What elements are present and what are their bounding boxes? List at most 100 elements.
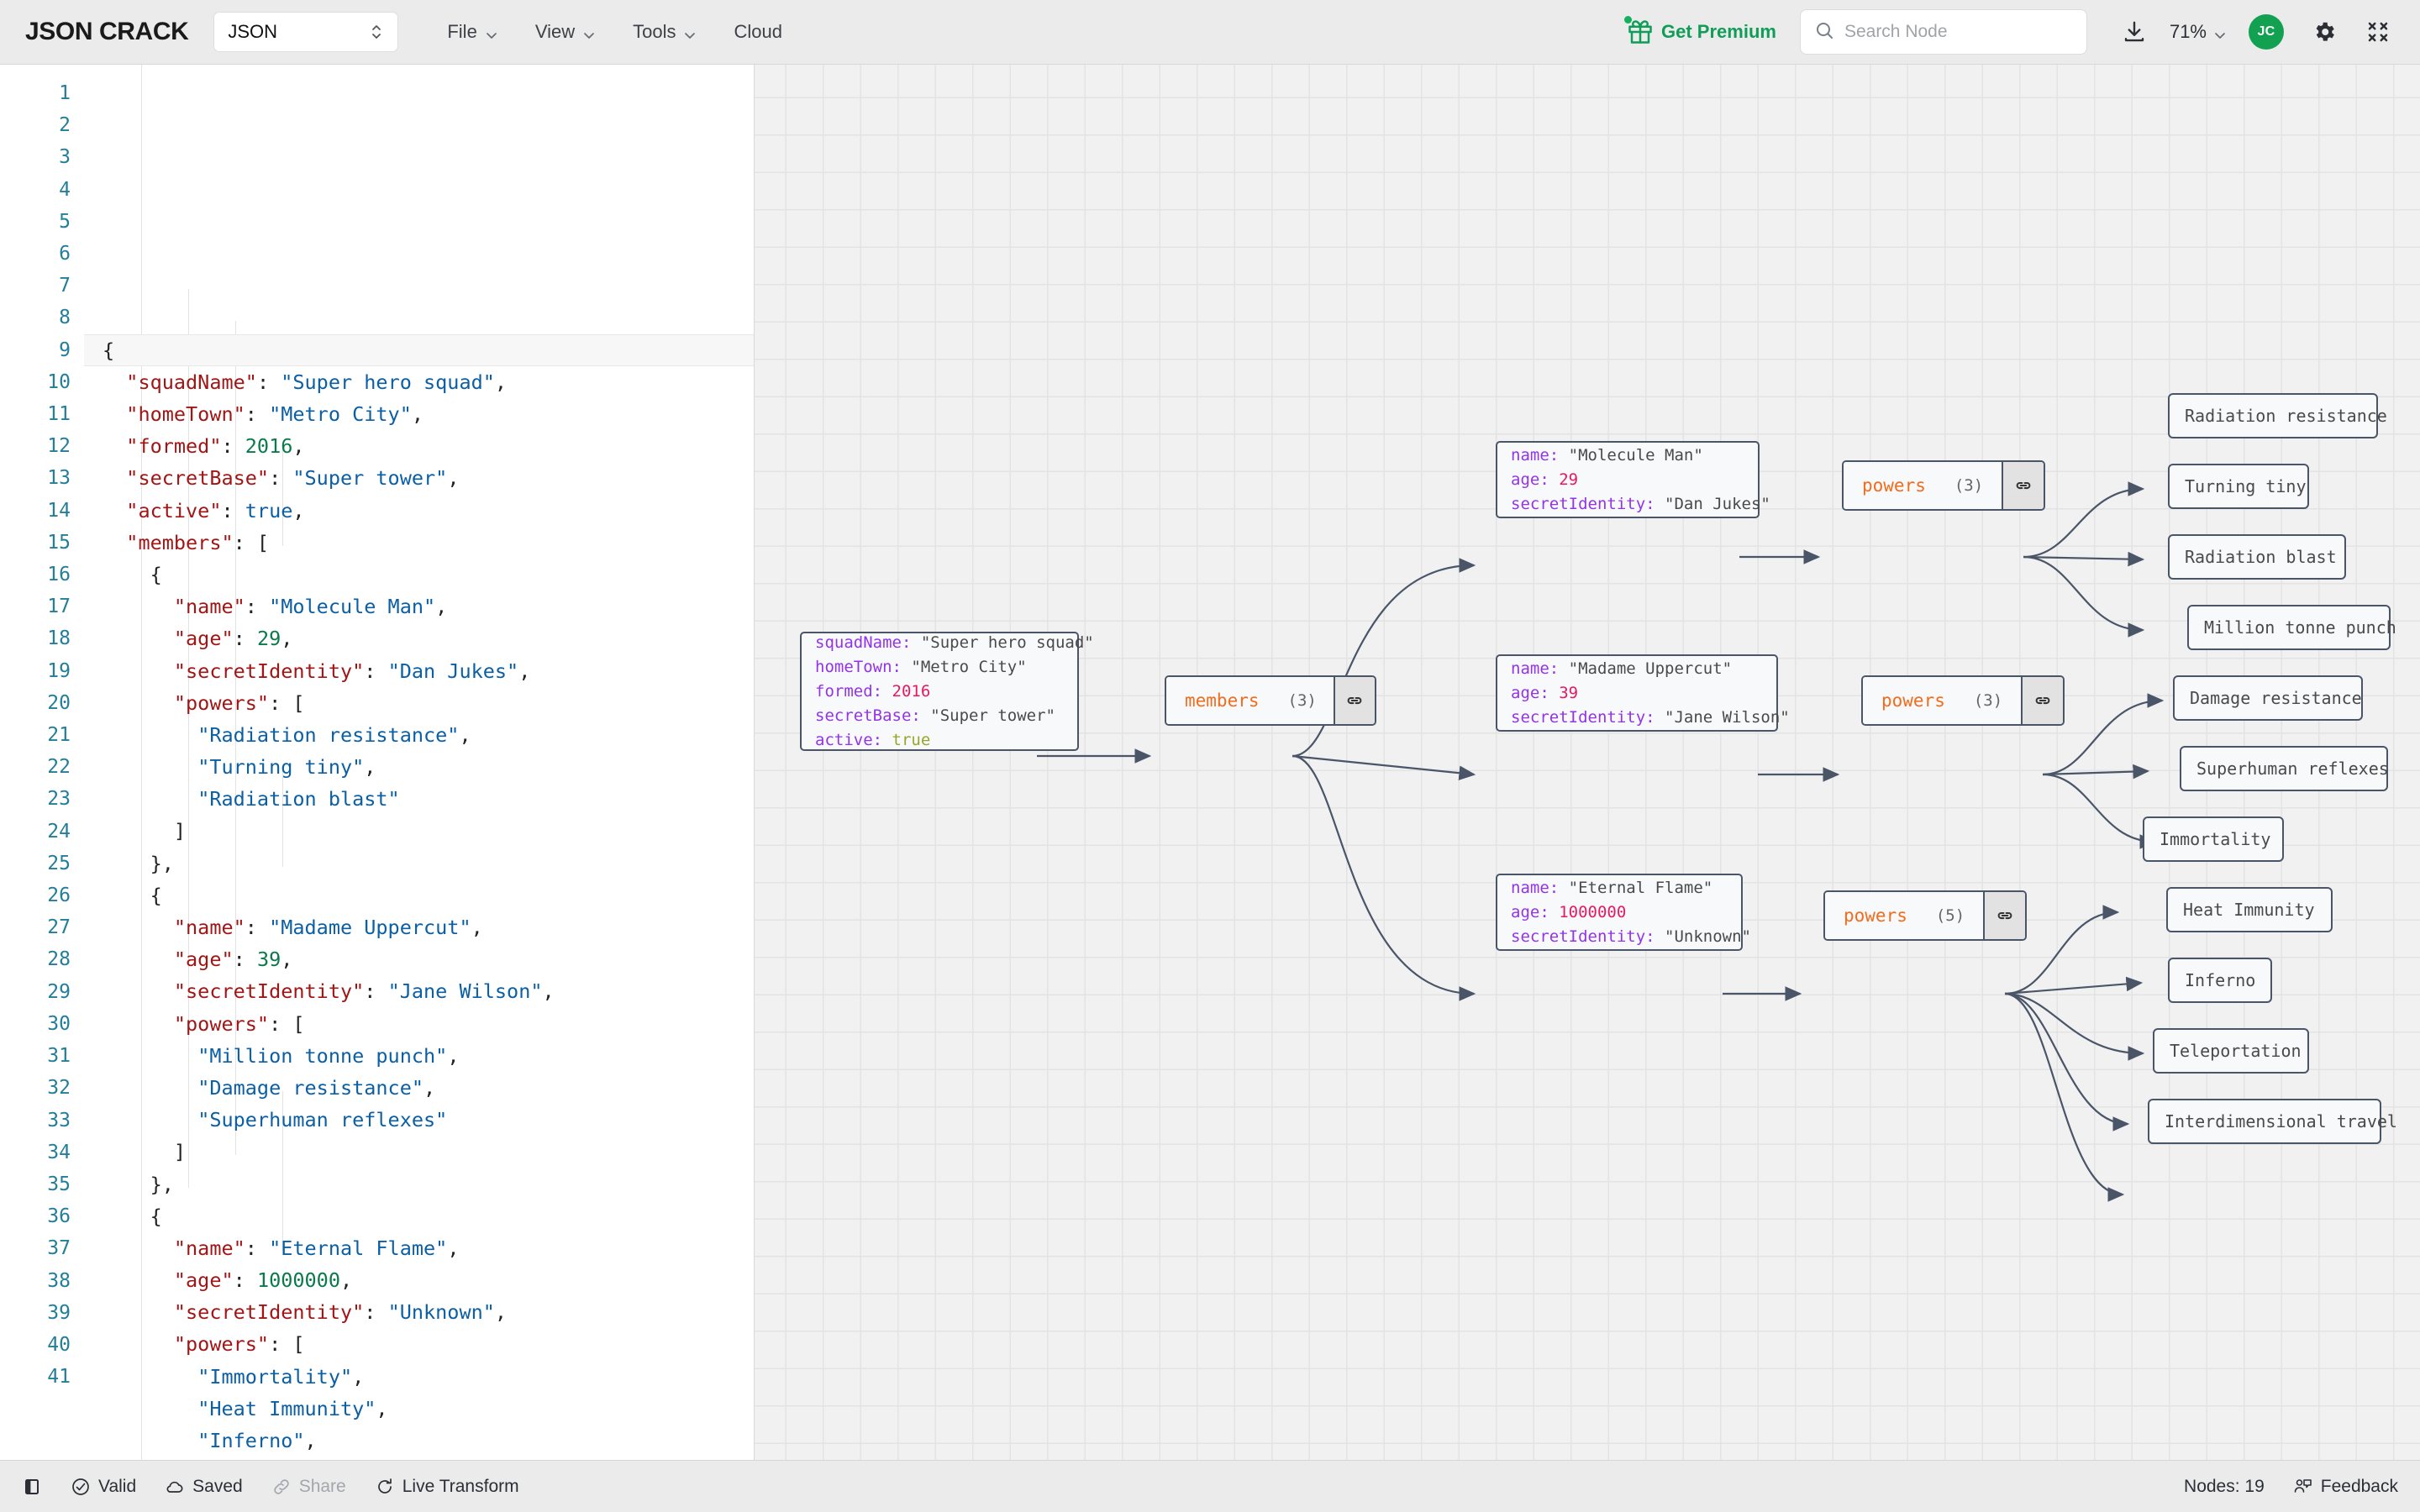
graph-node-row: age: 39 bbox=[1511, 682, 1578, 705]
status-valid[interactable]: Valid bbox=[71, 1477, 136, 1497]
code-token: "Superhuman reflexes" bbox=[197, 1108, 448, 1132]
code-line[interactable]: { bbox=[84, 1200, 754, 1232]
graph-leaf-node[interactable]: Interdimensional travel bbox=[2148, 1099, 2397, 1144]
graph-leaf-node[interactable]: Million tonne punch bbox=[2187, 605, 2396, 650]
code-token: 29 bbox=[256, 627, 281, 651]
code-token: "secretIdentity" bbox=[173, 979, 365, 1004]
code-token: : [ bbox=[233, 530, 270, 554]
line-number: 28 bbox=[47, 948, 71, 971]
graph-leaf-node[interactable]: Immortality bbox=[2143, 816, 2284, 862]
graph-leaf-node[interactable]: Turning tiny bbox=[2168, 464, 2309, 509]
graph-parent-node[interactable]: powers(5) bbox=[1823, 890, 2027, 941]
graph-object-node[interactable]: squadName: "Super hero squad"homeTown: "… bbox=[800, 632, 1094, 751]
status-valid-label: Valid bbox=[98, 1476, 137, 1496]
code-line[interactable]: "secretIdentity": "Unknown", bbox=[84, 1296, 754, 1328]
code-line[interactable]: "name": "Eternal Flame", bbox=[84, 1232, 754, 1264]
graph-leaf-node[interactable]: Damage resistance bbox=[2173, 675, 2363, 721]
code-line[interactable]: ] bbox=[84, 1136, 754, 1168]
code-line[interactable]: { bbox=[84, 559, 754, 591]
graph-parent-node[interactable]: powers(3) bbox=[1861, 675, 2065, 726]
code-line[interactable]: "name": "Madame Uppercut", bbox=[84, 911, 754, 943]
code-line[interactable]: "Damage resistance", bbox=[84, 1072, 754, 1104]
code-line[interactable]: "squadName": "Super hero squad", bbox=[84, 366, 754, 398]
feedback-button[interactable]: Feedback bbox=[2293, 1477, 2398, 1497]
code-token: : [ bbox=[269, 1332, 305, 1357]
link-icon[interactable] bbox=[1333, 677, 1375, 724]
code-line[interactable]: "Radiation blast" bbox=[84, 783, 754, 815]
code-line[interactable]: "Heat Immunity", bbox=[84, 1393, 754, 1425]
code-line[interactable]: "age": 29, bbox=[84, 622, 754, 654]
code-line[interactable]: "formed": 2016, bbox=[84, 430, 754, 462]
line-number: 10 bbox=[47, 370, 71, 393]
search-node-box[interactable] bbox=[1799, 9, 2087, 55]
status-share[interactable]: Share bbox=[271, 1477, 346, 1497]
zoom-level-control[interactable]: 71% bbox=[2170, 21, 2227, 43]
code-line[interactable]: "secretIdentity": "Jane Wilson", bbox=[84, 975, 754, 1007]
download-icon[interactable] bbox=[2116, 13, 2153, 50]
chevron-down-icon bbox=[683, 25, 697, 39]
graph-node-key: homeTown: bbox=[815, 657, 912, 676]
code-line[interactable]: "Turning tiny", bbox=[84, 751, 754, 783]
code-line[interactable]: "Superhuman reflexes" bbox=[84, 1104, 754, 1136]
menu-view[interactable]: View bbox=[522, 14, 609, 50]
code-line[interactable]: "active": true, bbox=[84, 495, 754, 527]
search-input[interactable] bbox=[1844, 22, 2073, 42]
code-line[interactable]: "secretBase": "Super tower", bbox=[84, 462, 754, 494]
get-premium-button[interactable]: Get Premium bbox=[1624, 16, 1776, 45]
graph-canvas[interactable]: squadName: "Super hero squad"homeTown: "… bbox=[755, 65, 2420, 1460]
code-line[interactable]: "powers": [ bbox=[84, 1328, 754, 1360]
graph-leaf-node[interactable]: Radiation resistance bbox=[2168, 393, 2387, 438]
code-line[interactable]: }, bbox=[84, 1168, 754, 1200]
graph-leaf-node[interactable]: Heat Immunity bbox=[2166, 887, 2333, 932]
code-line[interactable]: "Immortality", bbox=[84, 1361, 754, 1393]
graph-node-row: homeTown: "Metro City" bbox=[815, 656, 1027, 679]
editor-code[interactable]: { "squadName": "Super hero squad", "home… bbox=[84, 65, 754, 1460]
code-line[interactable]: "age": 1000000, bbox=[84, 1264, 754, 1296]
graph-leaf-node[interactable]: Radiation blast bbox=[2168, 534, 2346, 580]
status-live-transform[interactable]: Live Transform bbox=[375, 1477, 519, 1497]
graph-leaf-node[interactable]: Superhuman reflexes bbox=[2180, 746, 2389, 791]
code-token: 1000000 bbox=[256, 1268, 340, 1293]
gear-icon[interactable] bbox=[2306, 13, 2343, 50]
code-token: , bbox=[447, 466, 460, 491]
link-icon[interactable] bbox=[2021, 677, 2063, 724]
link-icon[interactable] bbox=[2002, 462, 2044, 509]
code-line[interactable]: "homeTown": "Metro City", bbox=[84, 398, 754, 430]
graph-node-key: age: bbox=[1511, 902, 1560, 921]
code-line[interactable]: "powers": [ bbox=[84, 1008, 754, 1040]
code-line[interactable]: "name": "Molecule Man", bbox=[84, 591, 754, 622]
avatar[interactable]: JC bbox=[2249, 14, 2284, 50]
code-line[interactable]: "Radiation resistance", bbox=[84, 719, 754, 751]
code-line[interactable]: "members": [ bbox=[84, 527, 754, 559]
graph-leaf-node[interactable]: Teleportation bbox=[2153, 1028, 2309, 1074]
code-line[interactable]: "Teleportation", bbox=[84, 1457, 754, 1460]
code-line[interactable]: { bbox=[84, 879, 754, 911]
graph-leaf-node[interactable]: Inferno bbox=[2168, 958, 2272, 1003]
code-line[interactable]: "secretIdentity": "Dan Jukes", bbox=[84, 655, 754, 687]
link-icon[interactable] bbox=[1983, 892, 2025, 939]
code-line[interactable]: "age": 39, bbox=[84, 943, 754, 975]
fullscreen-icon[interactable] bbox=[2360, 13, 2396, 50]
code-line[interactable]: "Million tonne punch", bbox=[84, 1040, 754, 1072]
code-line[interactable]: "powers": [ bbox=[84, 687, 754, 719]
code-line[interactable]: }, bbox=[84, 848, 754, 879]
menu-tools[interactable]: Tools bbox=[619, 14, 710, 50]
graph-parent-node[interactable]: powers(3) bbox=[1842, 460, 2045, 511]
code-line[interactable]: ] bbox=[84, 815, 754, 847]
graph-leaf-value: Million tonne punch bbox=[2204, 617, 2396, 638]
code-line[interactable]: { bbox=[84, 333, 754, 366]
code-token: , bbox=[447, 1236, 460, 1260]
sidebar-toggle-button[interactable] bbox=[22, 1477, 42, 1497]
status-saved[interactable]: Saved bbox=[165, 1477, 243, 1497]
menu-file[interactable]: File bbox=[434, 14, 511, 50]
menu-cloud[interactable]: Cloud bbox=[720, 14, 795, 50]
line-number: 9 bbox=[59, 339, 71, 361]
code-line[interactable]: "Inferno", bbox=[84, 1425, 754, 1457]
graph-parent-node[interactable]: members(3) bbox=[1165, 675, 1376, 726]
format-select[interactable]: JSON bbox=[213, 12, 399, 52]
app-logo[interactable]: JSON CRACK bbox=[25, 18, 189, 45]
